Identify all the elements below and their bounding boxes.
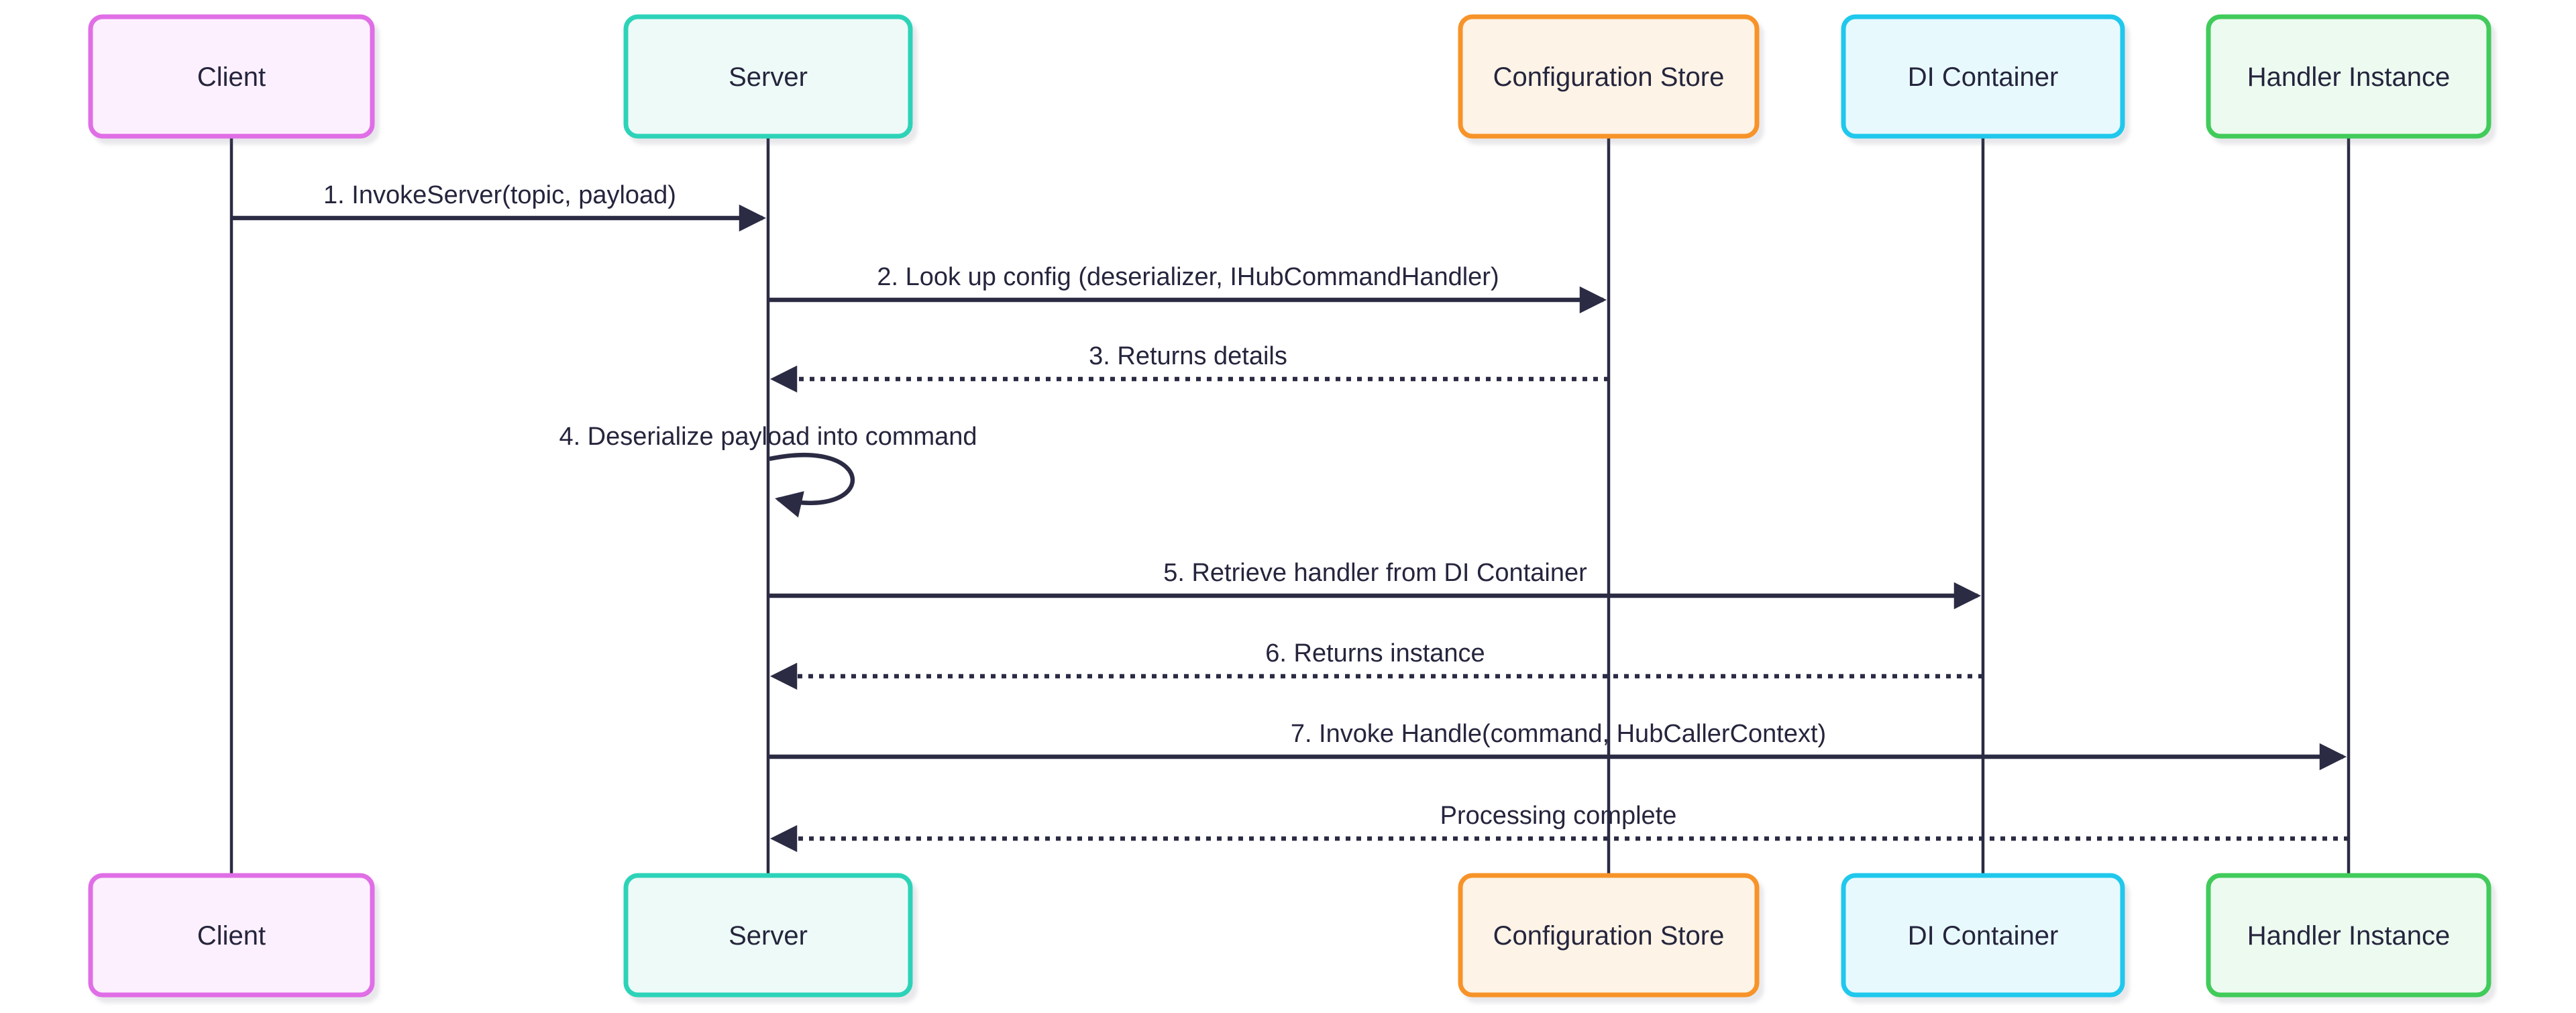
message-3-label: 3. Returns details <box>1089 342 1287 370</box>
actor-label-handler-instance: Handler Instance <box>2247 62 2450 92</box>
actor-box-server <box>623 14 913 139</box>
actor-box-handler-instance-bottom <box>2206 873 2491 998</box>
actor-top-config-store: Configuration Store <box>1458 14 1760 139</box>
actor-box-di-container-bottom <box>1841 873 2125 998</box>
message-8-label: Processing complete <box>1440 802 1677 830</box>
message-3: 3. Returns details <box>769 342 1609 393</box>
actor-top-handler-instance: Handler Instance <box>2206 14 2491 139</box>
actor-box-config-store <box>1458 14 1760 139</box>
actor-box-config-store-bottom <box>1458 873 1760 998</box>
actor-top-di-container: DI Container <box>1841 14 2125 139</box>
actor-label-config-store-bottom: Configuration Store <box>1493 921 1725 951</box>
actor-box-di-container <box>1841 14 2125 139</box>
message-4-label: 4. Deserialize payload into command <box>559 423 977 451</box>
message-5: 5. Retrieve handler from DI Container <box>768 559 1982 610</box>
actor-label-handler-instance-bottom: Handler Instance <box>2247 921 2450 951</box>
actor-box-client-bottom <box>88 873 375 998</box>
message-2-label: 2. Look up config (deserializer, IHubCom… <box>877 263 1499 291</box>
message-2: 2. Look up config (deserializer, IHubCom… <box>768 263 1607 314</box>
actor-bottom-config-store: Configuration Store <box>1458 873 1760 998</box>
message-4: 4. Deserialize payload into command <box>559 423 977 518</box>
message-8: Processing complete <box>769 802 2349 853</box>
actor-label-server-bottom: Server <box>729 921 808 951</box>
actor-bottom-client: Client <box>88 873 375 998</box>
message-7: 7. Invoke Handle(command, HubCallerConte… <box>768 720 2347 771</box>
message-6: 6. Returns instance <box>769 639 1983 690</box>
actor-label-client-bottom: Client <box>197 921 266 951</box>
actor-label-client: Client <box>197 62 266 92</box>
actor-box-server-bottom <box>623 873 913 998</box>
message-1: 1. InvokeServer(topic, payload) <box>231 181 767 232</box>
message-5-label: 5. Retrieve handler from DI Container <box>1163 559 1587 587</box>
message-6-label: 6. Returns instance <box>1265 639 1485 668</box>
actor-label-di-container-bottom: DI Container <box>1908 921 2059 951</box>
actor-box-client <box>88 14 375 139</box>
actor-top-client: Client <box>88 14 375 139</box>
actor-top-server: Server <box>623 14 913 139</box>
actor-bottom-handler-instance: Handler Instance <box>2206 873 2491 998</box>
message-4-self-loop-arrow <box>769 453 855 518</box>
message-1-label: 1. InvokeServer(topic, payload) <box>323 181 676 209</box>
actor-bottom-server: Server <box>623 873 913 998</box>
actor-label-server: Server <box>729 62 808 92</box>
actor-label-di-container: DI Container <box>1908 62 2059 92</box>
actor-bottom-di-container: DI Container <box>1841 873 2125 998</box>
actor-label-config-store: Configuration Store <box>1493 62 1725 92</box>
message-7-label: 7. Invoke Handle(command, HubCallerConte… <box>1291 720 1826 748</box>
actor-box-handler-instance <box>2206 14 2491 139</box>
